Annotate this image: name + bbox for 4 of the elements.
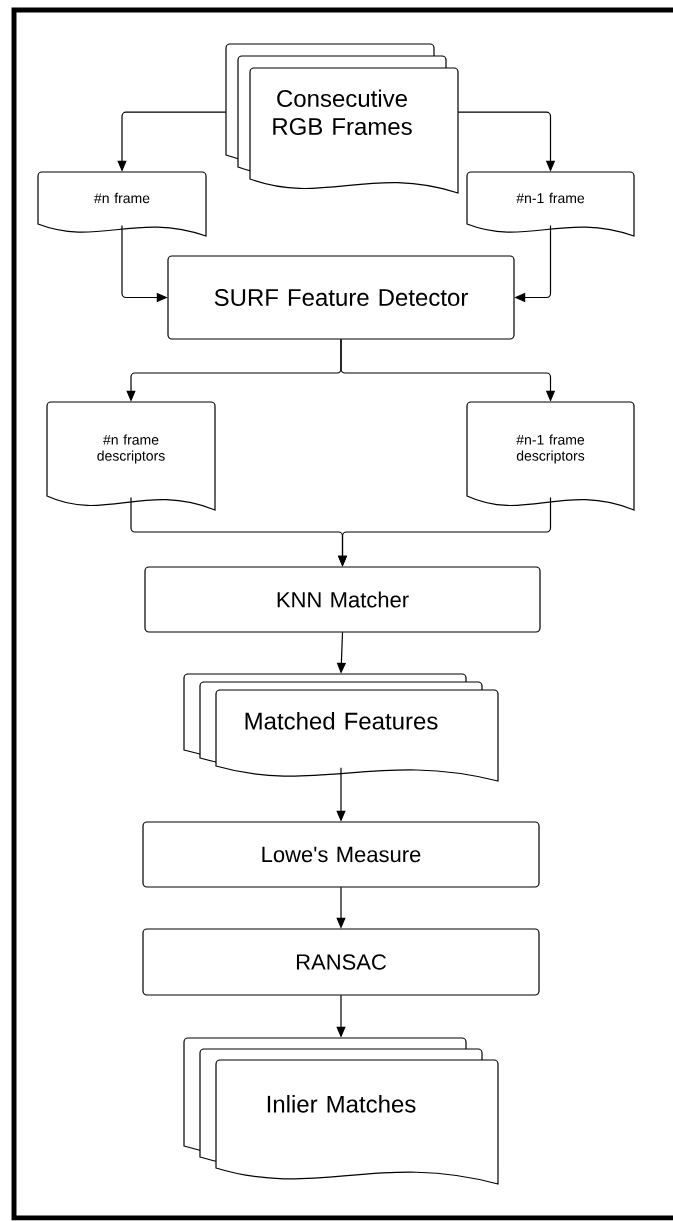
process-box: KNN Matcher xyxy=(144,566,541,633)
process-box: RANSAC xyxy=(142,928,540,996)
process-box: Lowe's Measure xyxy=(142,821,540,888)
process-box: SURF Feature Detector xyxy=(167,255,515,340)
